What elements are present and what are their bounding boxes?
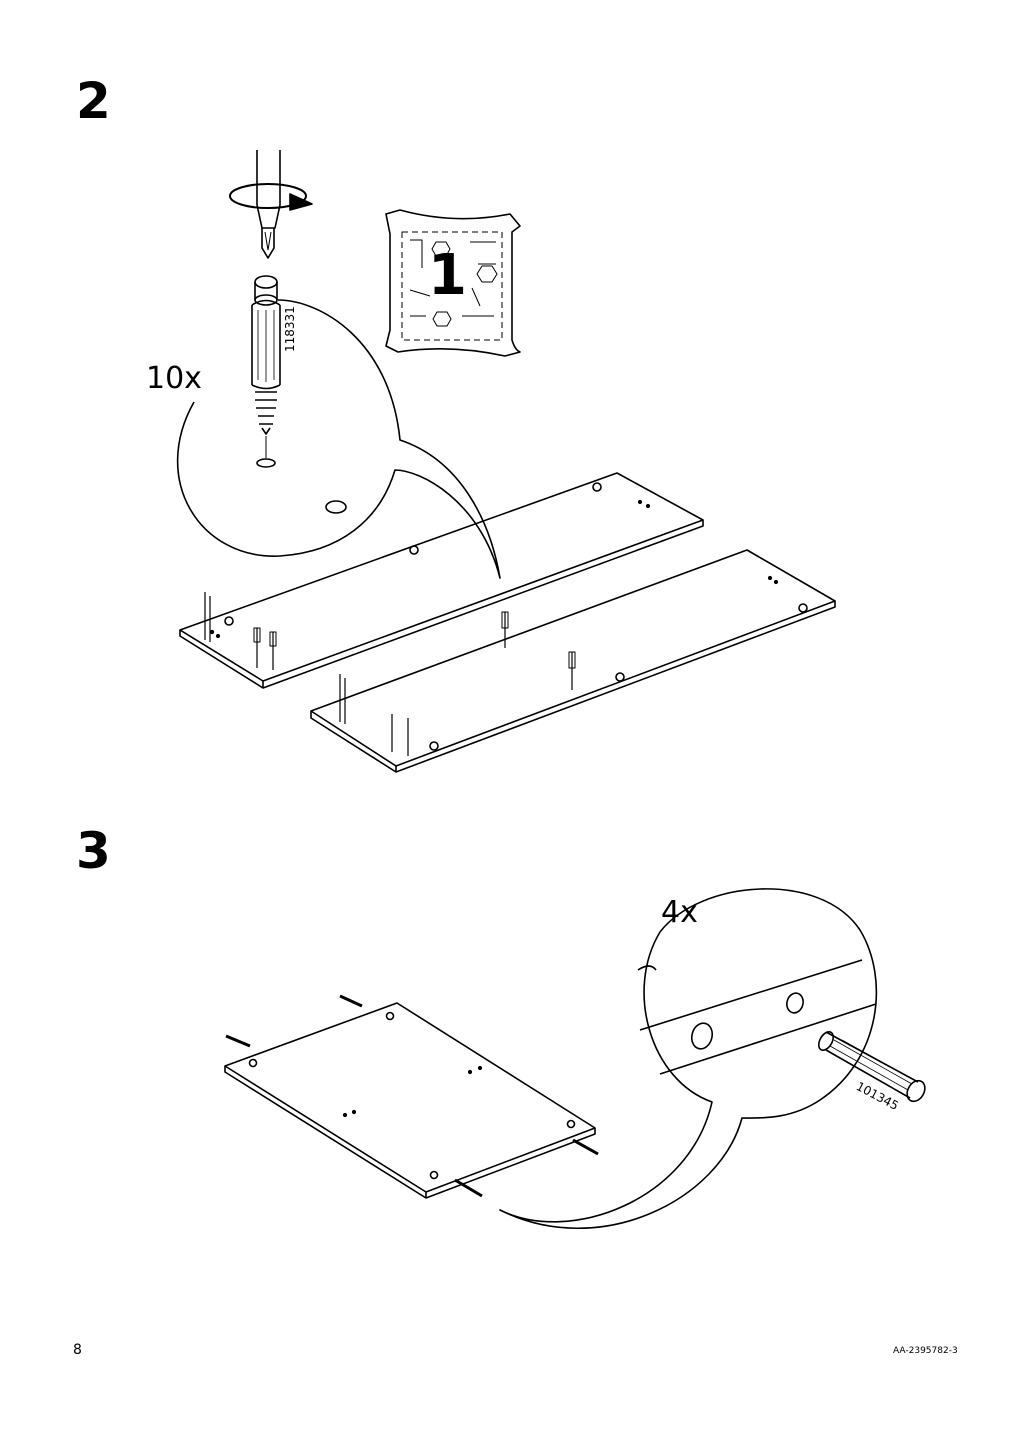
page-number: 8: [73, 1342, 82, 1358]
dowel-detail-callout: [499, 888, 926, 1230]
document-code: AA-2395782-3: [893, 1346, 958, 1356]
cam-dowel-icon: [251, 275, 281, 468]
hardware-bag-icon: [385, 209, 521, 357]
hardware-bag-number: 1: [428, 243, 467, 308]
quantity-label-step3: 4x: [661, 895, 698, 930]
screwdriver-icon: [229, 150, 313, 259]
step-number-2: 2: [76, 72, 111, 130]
side-panel-right: [310, 549, 836, 773]
step-number-3: 3: [76, 822, 111, 880]
quantity-label-step2: 10x: [146, 361, 202, 396]
side-panel-left: [179, 472, 704, 689]
bottom-panel: [224, 994, 599, 1199]
detail-callout-bubble: [176, 299, 501, 579]
part-code-step2: 118331: [283, 306, 297, 352]
